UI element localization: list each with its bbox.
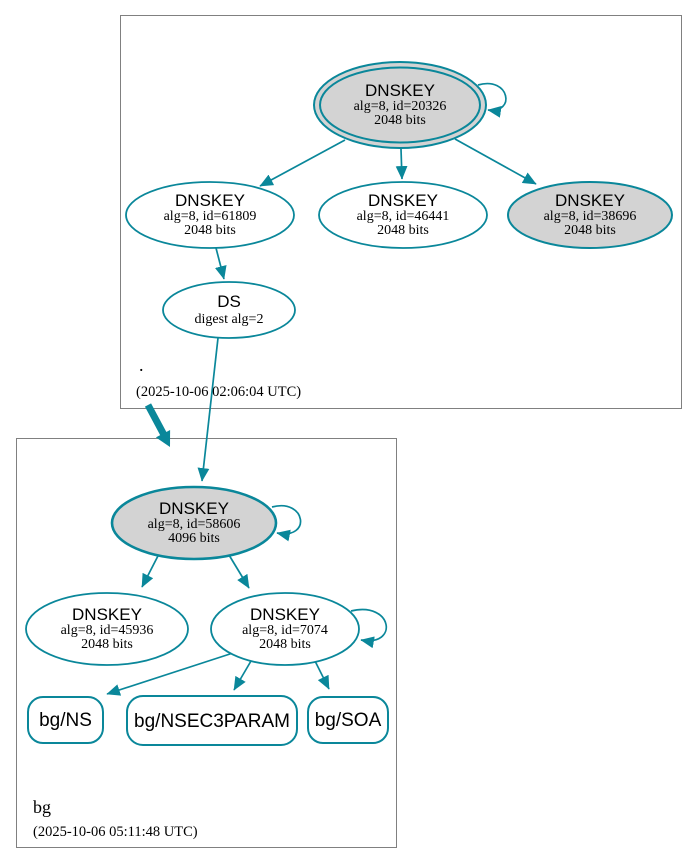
edge-delegation-root-to-bg xyxy=(144,403,167,436)
node-bits: 2048 bits xyxy=(377,223,429,238)
node-title: DNSKEY xyxy=(365,81,435,100)
edge-ksk58606-to-zsk7074 xyxy=(228,554,250,589)
node-detail: alg=8, id=58606 xyxy=(148,517,241,532)
node-title: DS xyxy=(217,292,241,311)
rrset-label: bg/SOA xyxy=(315,710,382,731)
node-bits: 2048 bits xyxy=(564,223,616,238)
zone-label-bg: bg xyxy=(33,797,51,817)
edge-ds-to-bg-ksk58606 xyxy=(197,337,219,482)
rrset-rect-shape xyxy=(126,695,298,746)
node-root-zsk-46441[interactable]: DNSKEY alg=8, id=46441 2048 bits xyxy=(318,181,488,249)
node-bits: 4096 bits xyxy=(168,531,220,546)
node-title: DNSKEY xyxy=(72,605,142,624)
zone-label-root: . xyxy=(139,355,144,375)
node-detail: alg=8, id=61809 xyxy=(164,209,257,224)
node-title: DNSKEY xyxy=(555,191,625,210)
node-detail: alg=8, id=46441 xyxy=(357,209,450,224)
rrset-rect-shape xyxy=(307,696,389,744)
key-ellipse xyxy=(507,181,673,249)
node-bits: 2048 bits xyxy=(184,223,236,238)
key-ellipse xyxy=(318,181,488,249)
ksk-ellipse xyxy=(110,485,278,561)
rrset-rect-shape xyxy=(27,696,104,744)
edge-zsk7074-to-rrset-ns xyxy=(106,652,234,696)
node-bg-zsk-45936[interactable]: DNSKEY alg=8, id=45936 2048 bits xyxy=(25,592,189,666)
key-ellipse xyxy=(210,592,360,666)
edge-ksk20326-to-zsk61809 xyxy=(259,139,346,187)
node-detail: digest alg=2 xyxy=(195,312,264,327)
node-title: DNSKEY xyxy=(250,605,320,624)
node-bg-rrset-ns[interactable]: bg/NS xyxy=(27,696,104,744)
node-detail: alg=8, id=20326 xyxy=(354,99,447,114)
node-bits: 2048 bits xyxy=(81,637,133,652)
node-title: DNSKEY xyxy=(175,191,245,210)
node-bg-rrset-nsec3param[interactable]: bg/NSEC3PARAM xyxy=(126,695,298,746)
node-detail: alg=8, id=45936 xyxy=(61,623,154,638)
zone-timestamp-root: (2025-10-06 02:06:04 UTC) xyxy=(136,384,301,400)
node-root-zsk-61809[interactable]: DNSKEY alg=8, id=61809 2048 bits xyxy=(125,181,295,249)
node-bg-ksk-58606[interactable]: DNSKEY alg=8, id=58606 4096 bits xyxy=(110,485,278,561)
rrset-label: bg/NSEC3PARAM xyxy=(134,711,290,732)
key-ellipse xyxy=(25,592,189,666)
edge-zsk61809-to-ds xyxy=(215,247,227,280)
node-root-ksk-20326[interactable]: DNSKEY alg=8, id=20326 2048 bits xyxy=(313,61,487,149)
ksk-inner-ellipse xyxy=(319,66,481,144)
edge-ksk58606-to-zsk45936 xyxy=(141,551,161,588)
node-bg-rrset-soa[interactable]: bg/SOA xyxy=(307,696,389,744)
node-bits: 2048 bits xyxy=(259,637,311,652)
ds-ellipse xyxy=(162,281,296,339)
edge-ksk20326-to-zsk46441 xyxy=(395,148,408,180)
zone-timestamp-bg: (2025-10-06 05:11:48 UTC) xyxy=(33,824,198,840)
node-bits: 2048 bits xyxy=(374,113,426,128)
rrset-label: bg/NS xyxy=(39,710,92,731)
edge-ksk20326-to-key38696 xyxy=(454,138,537,185)
ksk-outer-ellipse xyxy=(313,61,487,149)
node-detail: alg=8, id=7074 xyxy=(242,623,328,638)
node-bg-zsk-7074[interactable]: DNSKEY alg=8, id=7074 2048 bits xyxy=(210,592,360,666)
node-detail: alg=8, id=38696 xyxy=(544,209,637,224)
node-root-ds[interactable]: DS digest alg=2 xyxy=(162,281,296,339)
node-root-key-38696[interactable]: DNSKEY alg=8, id=38696 2048 bits xyxy=(507,181,673,249)
node-title: DNSKEY xyxy=(159,499,229,518)
edge-zsk7074-to-rrset-nsec3param xyxy=(233,660,252,691)
key-ellipse xyxy=(125,181,295,249)
node-title: DNSKEY xyxy=(368,191,438,210)
edge-zsk7074-selfloop xyxy=(350,608,388,649)
edge-delegation-arrowhead-icon xyxy=(155,430,171,447)
edge-ksk58606-selfloop xyxy=(271,504,302,542)
edge-ksk20326-selfloop xyxy=(477,82,507,118)
